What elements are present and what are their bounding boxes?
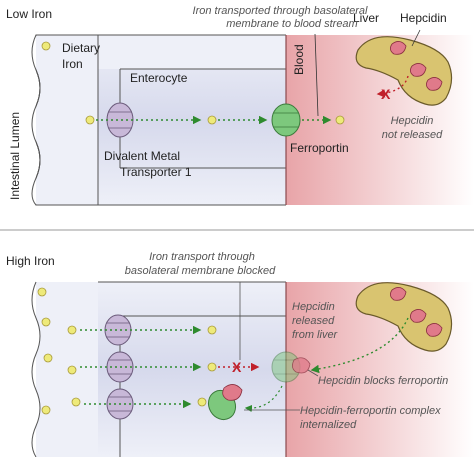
- lumen-wall: [31, 281, 41, 457]
- liver-shape: [355, 29, 453, 106]
- iron-dot: [85, 115, 95, 125]
- dmt1-transporter: [104, 314, 132, 346]
- dmt1-label-1: Divalent Metal: [104, 149, 180, 163]
- callout-line: [314, 33, 319, 117]
- released-label-2: released: [292, 315, 335, 327]
- lumen-label: Intestinal Lumen: [8, 112, 22, 200]
- complex-label-1: Hepcidin-ferroportin complex: [300, 405, 441, 417]
- dietary-iron-label-1: Dietary: [62, 41, 100, 55]
- released-label-3: from liver: [292, 329, 339, 341]
- hepcidin-label: Hepcidin: [400, 11, 447, 25]
- complex-label-2: internalized: [300, 419, 357, 431]
- dmt1-label-2: Transporter 1: [120, 165, 192, 179]
- iron-dot: [37, 287, 47, 297]
- iron-dot: [207, 115, 217, 125]
- ferroportin-label: Ferroportin: [290, 141, 349, 155]
- blocks-ferroportin-label: Hepcidin blocks ferroportin: [318, 375, 448, 387]
- blocked-x-mark: X: [381, 86, 391, 102]
- enterocyte-label: Enterocyte: [130, 71, 188, 85]
- panel-title-low: Low Iron: [6, 7, 52, 21]
- iron-dot: [335, 115, 345, 125]
- iron-dot: [41, 317, 51, 327]
- not-released-label-2: not released: [382, 129, 443, 141]
- dmt1-transporter: [106, 102, 134, 138]
- dietary-iron-label-2: Iron: [62, 57, 83, 71]
- internalize-arrow: [244, 385, 283, 413]
- blocked-x-mark: X: [232, 359, 242, 375]
- hepcidin-bound: [292, 357, 311, 374]
- panel-title-high: High Iron: [6, 254, 55, 268]
- blocked-callout-1: Iron transport through: [149, 251, 255, 263]
- released-label-1: Hepcidin: [292, 301, 335, 313]
- iron-dot: [43, 353, 53, 363]
- iron-dot: [197, 397, 207, 407]
- iron-dot: [207, 325, 217, 335]
- iron-dot: [41, 41, 51, 51]
- not-released-label-1: Hepcidin: [391, 115, 434, 127]
- high-iron-panel: X High Iron Iron transport through: [0, 251, 474, 457]
- internalized-complex: [207, 384, 243, 421]
- iron-dot: [67, 365, 77, 375]
- low-iron-panel: X Low Iron Dietary Iron Enterocyte Dival…: [0, 5, 474, 206]
- transport-callout-1: Iron transported through basolateral: [193, 5, 368, 17]
- blocked-callout-2: basolateral membrane blocked: [125, 265, 276, 277]
- iron-dot: [41, 405, 51, 415]
- hepcidin-blocked-arrow: [376, 75, 409, 98]
- blood-label: Blood: [292, 44, 306, 75]
- iron-dot: [207, 362, 217, 372]
- iron-dot: [67, 325, 77, 335]
- ferroportin-protein: [271, 103, 301, 137]
- iron-dot: [71, 397, 81, 407]
- transport-callout-2: membrane to blood stream: [226, 18, 357, 30]
- liver-label: Liver: [353, 11, 379, 25]
- ferroportin-faded: [271, 351, 301, 383]
- liver-shape: [355, 282, 453, 352]
